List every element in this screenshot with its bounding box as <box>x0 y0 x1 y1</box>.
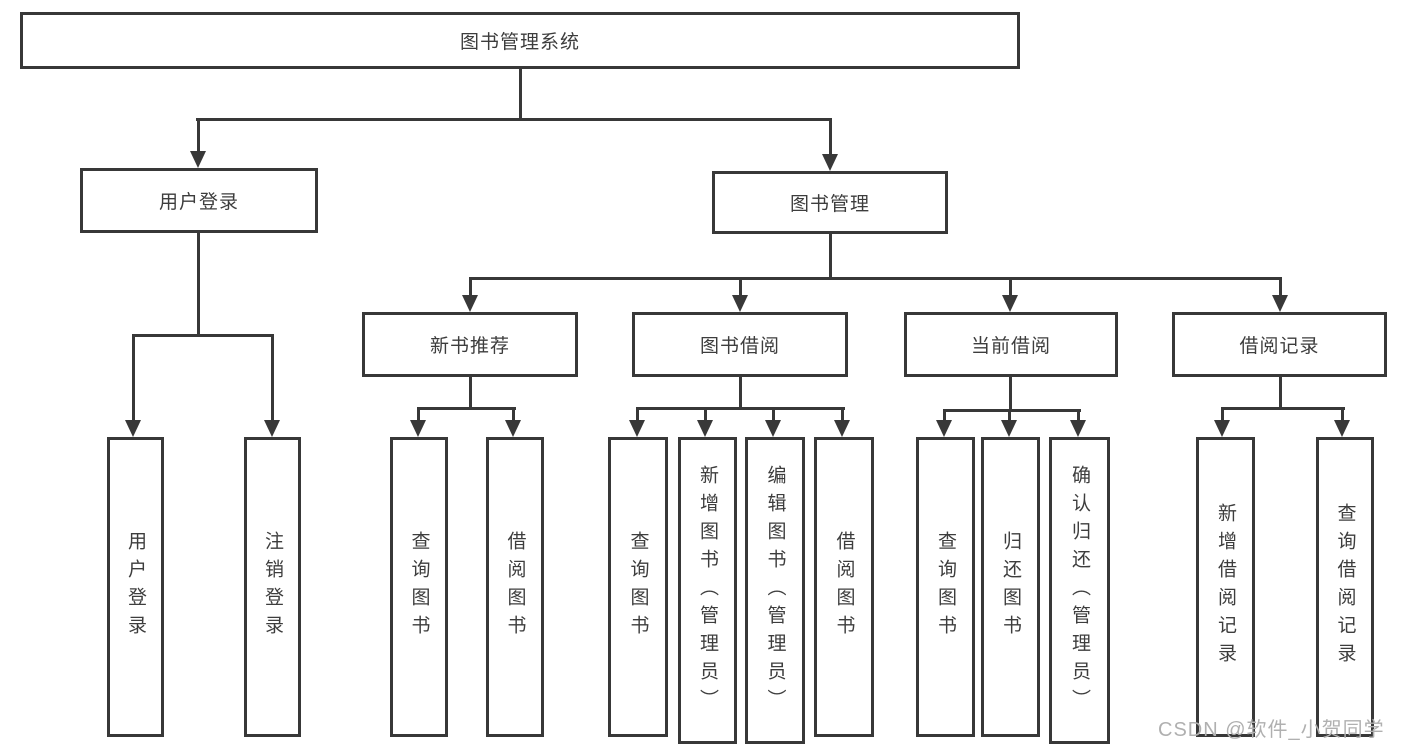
node-borrow-records-label: 借阅记录 <box>1239 336 1320 357</box>
arrow-down-icon <box>732 295 748 312</box>
connector-user-login-stem <box>197 231 200 337</box>
arrow-down-icon <box>697 420 713 437</box>
connector-drop-current-borrow <box>1009 277 1012 297</box>
connector-drop-book-borrow <box>739 277 742 297</box>
leaf-cb-return-books-label: 归还图书 <box>1000 531 1021 643</box>
leaf-br-add-record: 新增借阅记录 <box>1196 437 1255 737</box>
leaf-cb-query-books-label: 查询图书 <box>935 531 956 643</box>
leaf-user-login: 用户登录 <box>107 437 164 737</box>
leaf-cb-return-books: 归还图书 <box>981 437 1040 737</box>
connector-drop-leaf-logout <box>271 334 274 422</box>
arrow-down-icon <box>1002 295 1018 312</box>
node-book-borrow: 图书借阅 <box>632 312 848 377</box>
arrow-down-icon <box>190 151 206 168</box>
connector-borrow-records-stem <box>1279 377 1282 410</box>
node-user-login-label: 用户登录 <box>158 192 239 213</box>
connector-drop-br-add <box>1221 407 1224 422</box>
node-book-management-label: 图书管理 <box>789 194 870 215</box>
leaf-nb-query-books: 查询图书 <box>390 437 448 737</box>
leaf-br-add-record-label: 新增借阅记录 <box>1215 503 1236 671</box>
arrow-down-icon <box>410 420 426 437</box>
arrow-down-icon <box>505 420 521 437</box>
leaf-nb-borrow-books-label: 借阅图书 <box>504 531 526 643</box>
connector-user-login-split <box>132 334 274 337</box>
leaf-user-login-label: 用户登录 <box>125 531 146 643</box>
node-new-book-recommend-label: 新书推荐 <box>429 336 510 357</box>
connector-new-book-stem <box>469 377 472 410</box>
connector-drop-book-management <box>829 118 832 157</box>
connector-root-stem <box>519 68 522 119</box>
leaf-bb-add-books-admin-label: 新增图书（管理员） <box>697 464 718 717</box>
node-current-borrow-label: 当前借阅 <box>970 336 1051 357</box>
node-new-book-recommend: 新书推荐 <box>362 312 578 377</box>
arrow-down-icon <box>1272 295 1288 312</box>
connector-root-split <box>196 118 832 121</box>
arrow-down-icon <box>936 420 952 437</box>
connector-drop-bb-edit <box>772 407 775 422</box>
connector-drop-nb-query <box>417 407 420 422</box>
connector-drop-user-login <box>197 118 200 154</box>
connector-borrow-records-split <box>1221 407 1345 410</box>
node-current-borrow: 当前借阅 <box>904 312 1118 377</box>
node-borrow-records: 借阅记录 <box>1172 312 1387 377</box>
node-book-borrow-label: 图书借阅 <box>699 336 780 357</box>
leaf-bb-add-books-admin: 新增图书（管理员） <box>678 437 737 744</box>
arrow-down-icon <box>629 420 645 437</box>
leaf-bb-query-books: 查询图书 <box>608 437 668 737</box>
connector-drop-cb-return <box>1008 409 1011 422</box>
arrow-down-icon <box>1334 420 1350 437</box>
leaf-bb-edit-books-admin-label: 编辑图书（管理员） <box>764 464 786 717</box>
node-user-login: 用户登录 <box>80 168 318 233</box>
arrow-down-icon <box>834 420 850 437</box>
arrow-down-icon <box>462 295 478 312</box>
leaf-logout: 注销登录 <box>244 437 301 737</box>
connector-drop-new-book <box>469 277 472 297</box>
leaf-cb-confirm-return-admin-label: 确认归还（管理员） <box>1069 464 1090 717</box>
leaf-logout-label: 注销登录 <box>262 531 283 643</box>
leaf-cb-query-books: 查询图书 <box>916 437 975 737</box>
leaf-br-query-record-label: 查询借阅记录 <box>1334 503 1356 671</box>
leaf-bb-query-books-label: 查询图书 <box>627 531 649 643</box>
connector-current-borrow-split <box>943 409 1081 412</box>
leaf-cb-confirm-return-admin: 确认归还（管理员） <box>1049 437 1110 744</box>
arrow-down-icon <box>1214 420 1230 437</box>
connector-drop-bb-query <box>636 407 639 422</box>
connector-drop-cb-query <box>943 409 946 422</box>
leaf-bb-edit-books-admin: 编辑图书（管理员） <box>745 437 805 744</box>
leaf-nb-query-books-label: 查询图书 <box>408 531 430 643</box>
connector-new-book-split <box>417 407 516 410</box>
leaf-nb-borrow-books: 借阅图书 <box>486 437 544 737</box>
connector-drop-cb-confirm <box>1077 409 1080 422</box>
node-system-root-label: 图书管理系统 <box>459 32 580 53</box>
watermark-text: CSDN @软件_小贺同学 <box>1158 719 1385 741</box>
connector-current-borrow-stem <box>1009 377 1012 412</box>
node-book-management: 图书管理 <box>712 171 948 234</box>
arrow-down-icon <box>765 420 781 437</box>
arrow-down-icon <box>125 420 141 437</box>
leaf-bb-borrow-books-label: 借阅图书 <box>833 531 855 643</box>
connector-book-borrow-stem <box>739 377 742 410</box>
arrow-down-icon <box>1001 420 1017 437</box>
connector-book-borrow-split <box>636 407 845 410</box>
connector-book-management-split <box>469 277 1282 280</box>
node-system-root: 图书管理系统 <box>20 12 1020 69</box>
leaf-br-query-record: 查询借阅记录 <box>1316 437 1374 737</box>
connector-drop-leaf-user-login <box>132 334 135 422</box>
connector-drop-borrow-records <box>1279 277 1282 297</box>
leaf-bb-borrow-books: 借阅图书 <box>814 437 874 737</box>
arrow-down-icon <box>264 420 280 437</box>
connector-drop-nb-borrow <box>512 407 515 422</box>
arrow-down-icon <box>822 154 838 171</box>
connector-drop-br-query <box>1341 407 1344 422</box>
connector-book-management-stem <box>829 233 832 280</box>
arrow-down-icon <box>1070 420 1086 437</box>
connector-drop-bb-borrow <box>841 407 844 422</box>
connector-drop-bb-add <box>704 407 707 422</box>
